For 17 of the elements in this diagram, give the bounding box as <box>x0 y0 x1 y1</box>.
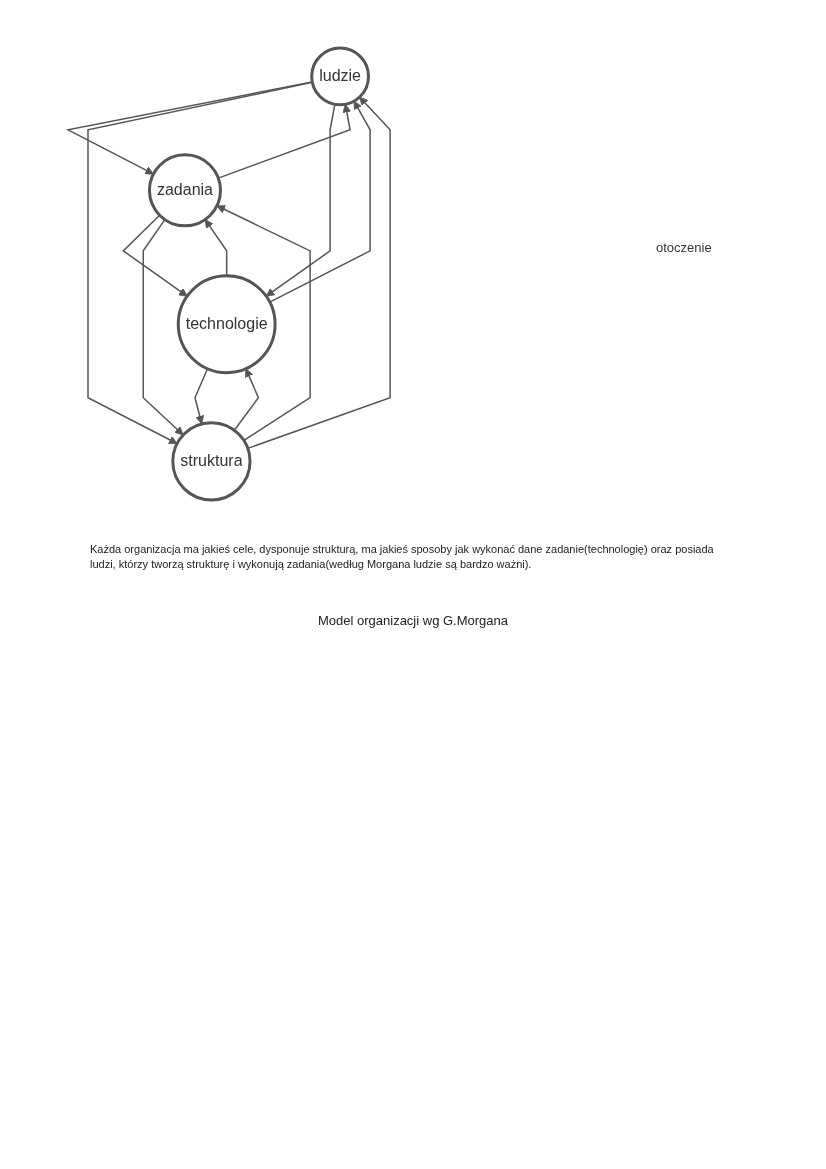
node-circle: ludzie <box>310 46 370 107</box>
description-paragraph: Każda organizacja ma jakieś cele, dysponuje strukturą, ma jakieś sposoby jak wykonać dane zadanie(technologię) oraz posiada ludzi, którzy tworzą strukturę i wykonują zadania(według Morgana ludzie są bardzo ważni). <box>90 541 715 573</box>
node-circle: zadania <box>147 153 222 228</box>
arrow <box>247 96 391 450</box>
arrow <box>216 205 311 442</box>
arrow <box>65 81 313 175</box>
arrow <box>233 368 260 431</box>
caption: Model organizacji wg G.Morgana <box>316 612 509 628</box>
environment-label: otoczenie <box>656 239 713 255</box>
arrow <box>269 100 371 303</box>
arrow <box>87 81 314 444</box>
node-circle: struktura <box>171 421 252 502</box>
arrow <box>142 218 184 436</box>
node-circle: technologie <box>176 274 277 375</box>
arrow <box>194 367 209 425</box>
arrow <box>204 219 228 277</box>
arrow <box>122 214 188 297</box>
